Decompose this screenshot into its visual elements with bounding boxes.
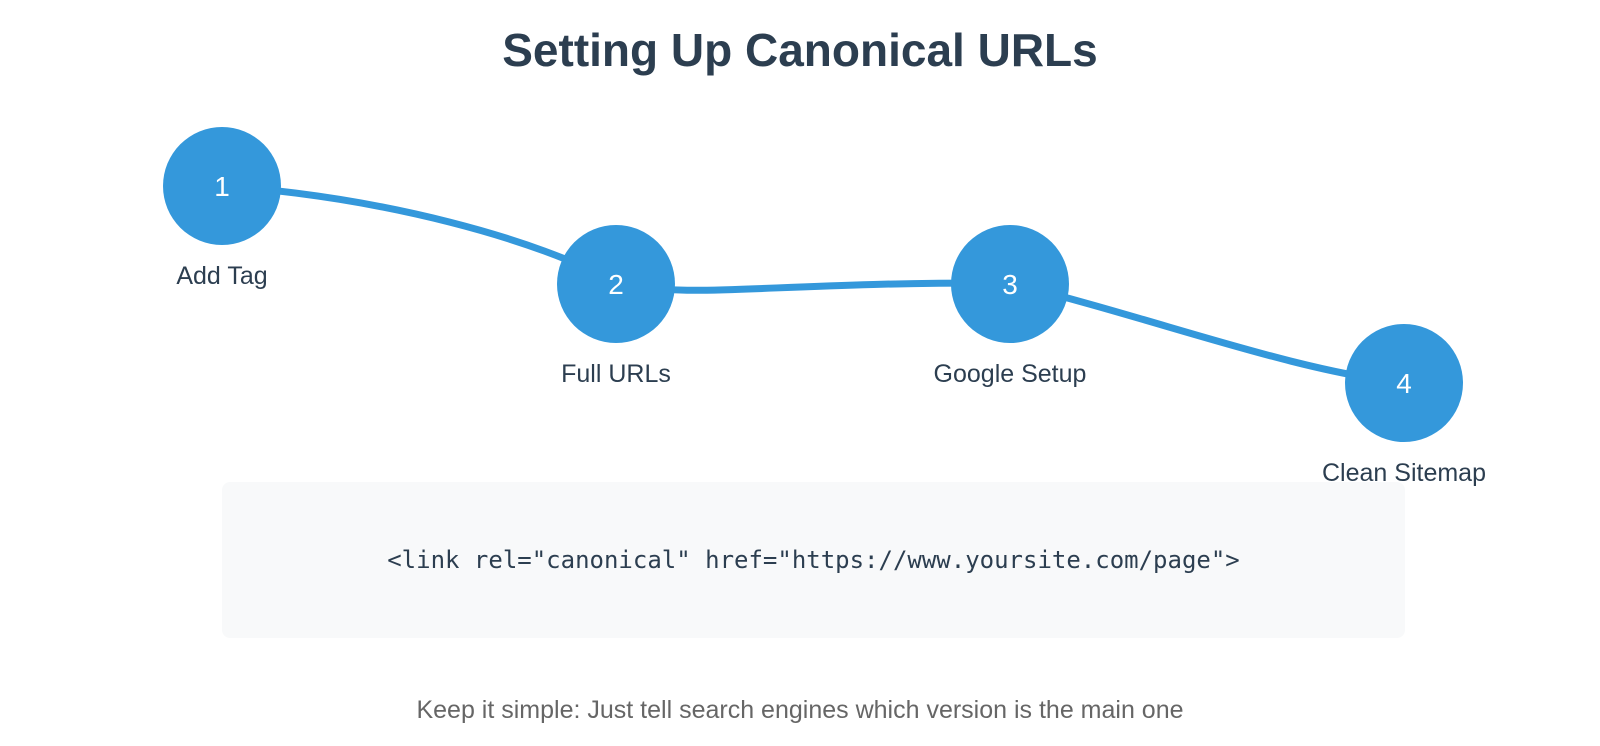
connector-path [218,182,1408,387]
step-1-number: 1 [214,171,230,202]
code-example-box: <link rel="canonical" href="https://www.… [222,482,1405,638]
step-1: 1 Add Tag [163,127,281,290]
step-2-circle [557,225,675,343]
step-3-label: Google Setup [934,360,1087,388]
page-title: Setting Up Canonical URLs [502,24,1098,76]
step-4-number: 4 [1396,368,1412,399]
step-2-label: Full URLs [561,360,671,388]
step-3: 3 Google Setup [934,225,1087,388]
step-3-circle [951,225,1069,343]
step-1-label: Add Tag [176,262,267,290]
step-2-number: 2 [608,269,624,300]
step-2: 2 Full URLs [557,225,675,388]
step-4-circle [1345,324,1463,442]
step-1-circle [163,127,281,245]
step-3-number: 3 [1002,269,1018,300]
footer-note: Keep it simple: Just tell search engines… [416,696,1184,724]
code-example: <link rel="canonical" href="https://www.… [387,546,1240,574]
step-4: 4 Clean Sitemap [1322,324,1486,487]
